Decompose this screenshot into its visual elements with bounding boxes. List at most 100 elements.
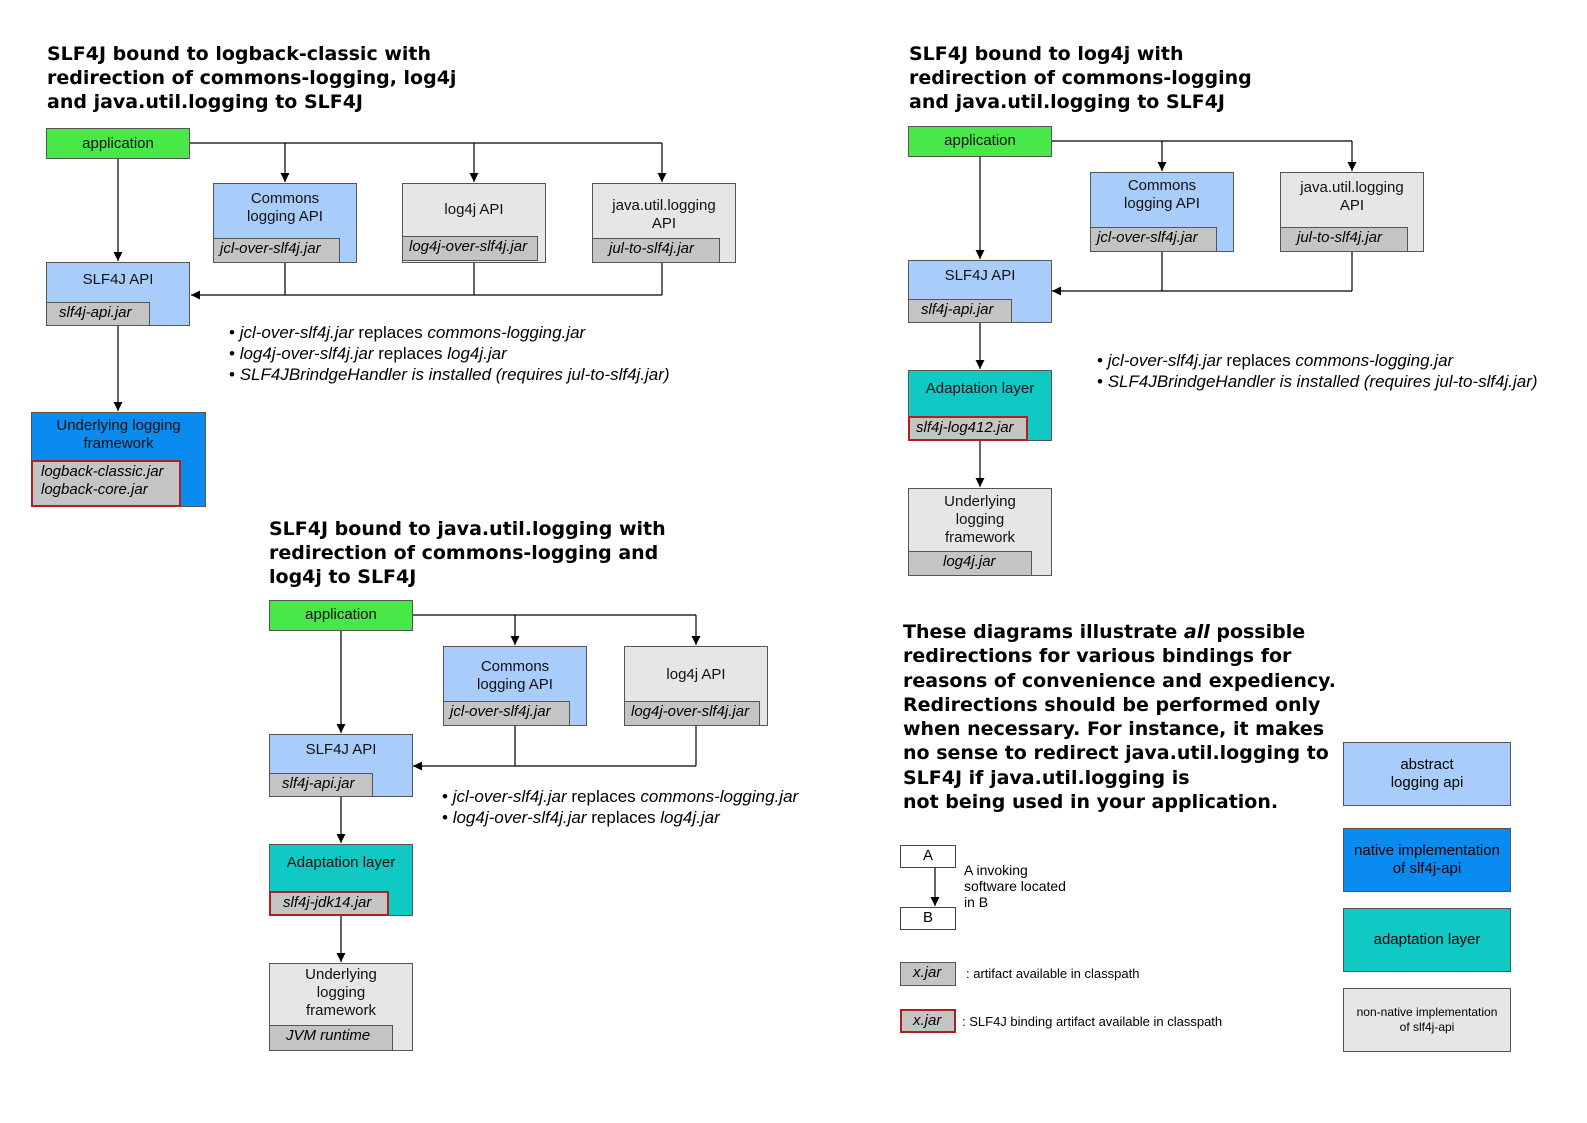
label-line: java.util.logging [612,197,716,214]
diagram3-title-line: SLF4J bound to java.util.logging with [269,518,666,540]
diagram3-commons-jar: jcl-over-slf4j.jar [443,701,570,726]
diagram3-log4j-jar: log4j-over-slf4j.jar [624,701,760,726]
label-line: non-native implementation [1356,1005,1498,1019]
label-line: framework [305,1002,376,1019]
note-item: jcl-over-slf4j.jar replaces commons-logg… [442,786,799,807]
diagram2-underlying-label: Underlying logging framework [909,489,1051,547]
jar-line: logback-core.jar [41,481,148,498]
label-line: Commons [480,658,550,675]
summary-emphasis: all [1183,621,1210,643]
label-line: of slf4j-api [1392,860,1462,877]
note-target: commons-logging.jar [640,787,799,806]
diagram1-title-line: SLF4J bound to logback-classic with [47,43,431,65]
diagram3-adaptation-jar: slf4j-jdk14.jar [269,891,389,916]
label-line: framework [83,435,154,452]
legend-jar-text: : artifact available in classpath [966,966,1140,981]
label-line: logging [955,511,1005,528]
diagram1-commons-jar: jcl-over-slf4j.jar [213,238,340,263]
label-line: API [651,215,677,232]
label-line: native implementation [1354,842,1500,859]
diagram1-commons-api-label: Commons logging API [214,184,356,226]
diagram3-adaptation-label: Adaptation layer [286,854,396,871]
summary-line: These diagrams illustrate all possible [903,620,1336,644]
summary-line: SLF4J if java.util.logging is [903,766,1190,789]
note-item: log4j-over-slf4j.jar replaces log4j.jar [442,807,798,828]
diagram2-title-line: redirection of commons-logging [909,67,1252,89]
diagram3-log4j-api-label: log4j API [666,666,726,683]
diagram3-notes: jcl-over-slf4j.jar replaces commons-logg… [442,786,799,828]
note-target: commons-logging.jar [1295,351,1454,370]
label-line: Commons [1127,177,1197,194]
note-item: log4j-over-slf4j.jar replaces log4j.jar [229,343,670,364]
diagram2-title: SLF4J bound to log4j with redirection of… [909,42,1252,114]
diagram3-underlying-label: Underlying logging framework [270,964,412,1020]
note-text: SLF4JBrindgeHandler is installed (requir… [239,365,670,384]
label-line: of slf4j-api [1399,1020,1455,1034]
legend-text-line: in B [964,894,989,910]
label-line: abstract [1400,756,1454,773]
diagram1-slf4j-jar: slf4j-api.jar [46,302,150,326]
note-verb: replaces [586,808,661,827]
diagram3-application-box: application [269,600,413,631]
diagram3-slf4j-jar: slf4j-api.jar [269,773,373,797]
legend-box-a: A [900,845,956,868]
note-target: log4j.jar [447,344,507,363]
diagram1-jul-api-label: java.util.logging API [593,184,735,233]
legend-box-b: B [900,907,956,930]
label-line: logging API [477,676,553,693]
note-verb: replaces [1221,351,1296,370]
diagram1-slf4j-api-label: SLF4J API [82,271,154,288]
summary-line: redirections for various bindings for [903,645,1292,668]
legend-binding-jar-sample: x.jar [900,1009,956,1033]
diagram2-commons-jar: jcl-over-slf4j.jar [1090,227,1217,252]
diagram2-application-box: application [908,126,1052,157]
diagram1-underlying-label: Underlying logging framework [32,413,205,453]
label-line: logging API [247,208,323,225]
diagram2-slf4j-jar: slf4j-api.jar [908,299,1012,323]
summary-line: reasons of convenience and expediency. [903,669,1336,692]
legend-binding-jar-text: : SLF4J binding artifact available in cl… [962,1014,1223,1029]
note-jar: jcl-over-slf4j.jar [1107,351,1222,370]
diagram1-application-box: application [46,128,190,159]
diagram3-commons-api-label: Commons logging API [444,647,586,694]
label-line: framework [944,529,1015,546]
legend-invoking-text: A invoking software located in B [964,862,1066,910]
diagram3-title-line: log4j to SLF4J [269,566,417,588]
legend-swatch-adaptation: adaptation layer [1343,908,1511,972]
note-target: commons-logging.jar [427,323,586,342]
diagram2-title-line: and java.util.logging to SLF4J [909,91,1226,113]
note-verb: replaces [566,787,641,806]
diagram3-title: SLF4J bound to java.util.logging with re… [269,517,666,589]
diagram2-notes: jcl-over-slf4j.jar replaces commons-logg… [1097,350,1538,392]
label-line: Underlying logging [56,417,181,434]
legend-text-line: A invoking [964,862,1028,878]
diagram3-underlying-jar: JVM runtime [269,1025,393,1051]
legend-swatch-label: adaptation layer [1373,931,1481,948]
diagram1-jul-jar: jul-to-slf4j.jar [592,238,720,263]
note-target: log4j.jar [660,808,720,827]
diagram2-slf4j-api-label: SLF4J API [944,267,1016,284]
label-line: Commons [250,190,320,207]
diagram2-jul-api-label: java.util.logging API [1281,173,1423,215]
label-line: java.util.logging [1300,179,1404,196]
diagram3-application-label: application [305,606,377,623]
diagram1-application-label: application [82,135,154,152]
note-verb: replaces [373,344,448,363]
label-line: logging api [1390,774,1464,791]
note-jar: log4j-over-slf4j.jar [239,344,374,363]
summary-text-part: These diagrams illustrate [903,621,1184,643]
summary-line: when necessary. For instance, it makes [903,718,1325,741]
diagram2-underlying-jar: log4j.jar [908,551,1032,576]
summary-line: not being used in your application. [903,791,1279,814]
note-text: SLF4JBrindgeHandler is installed (requir… [1107,372,1538,391]
note-jar: log4j-over-slf4j.jar [452,808,587,827]
label-line: logging [316,984,366,1001]
legend-text-line: software located [964,878,1066,894]
